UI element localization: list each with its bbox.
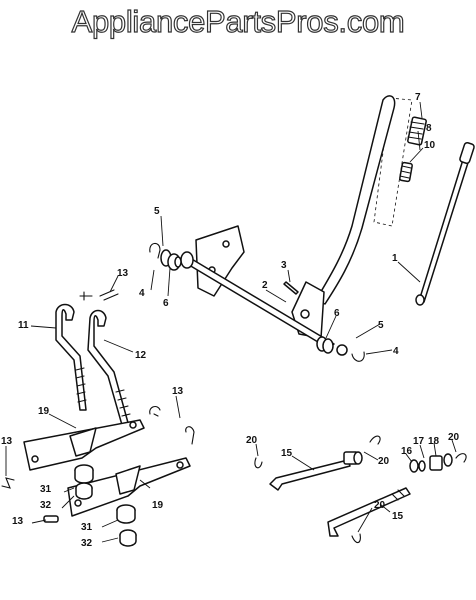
callout-32-lower: 32 bbox=[81, 538, 93, 549]
lift-rod-part-1 bbox=[415, 141, 475, 306]
callout-19-lower: 19 bbox=[152, 500, 164, 511]
callout-31-upper: 31 bbox=[40, 484, 52, 495]
callout-7: 7 bbox=[415, 92, 421, 103]
callout-20-right: 20 bbox=[448, 432, 460, 443]
callout-5-left: 5 bbox=[154, 206, 160, 217]
hardware-left-parts-4-5-6 bbox=[149, 242, 182, 271]
callout-31-lower: 31 bbox=[81, 522, 93, 533]
bushing-parts-31-32-lower bbox=[116, 504, 137, 547]
callout-15-upper: 15 bbox=[281, 448, 293, 459]
hardware-parts-16-17-18-20 bbox=[254, 435, 467, 544]
callout-13-right: 13 bbox=[172, 386, 184, 397]
callout-12: 12 bbox=[135, 350, 147, 361]
lift-link-part-19-lower bbox=[67, 457, 191, 517]
callout-6-left: 6 bbox=[163, 298, 169, 309]
callout-20-lower: 20 bbox=[374, 500, 386, 511]
rod-part-15-lower bbox=[327, 487, 411, 537]
callout-3: 3 bbox=[281, 260, 287, 271]
callout-13-top: 13 bbox=[117, 268, 129, 279]
clip-parts-13-top bbox=[79, 289, 119, 301]
hanger-rod-part-11 bbox=[55, 303, 87, 411]
callout-20-left: 20 bbox=[246, 435, 258, 446]
callout-4-right: 4 bbox=[393, 346, 399, 357]
callout-10: 10 bbox=[424, 140, 436, 151]
callout-13-bottom: 13 bbox=[12, 516, 24, 527]
lift-lever-handle bbox=[291, 95, 396, 339]
leader-lines bbox=[5, 101, 457, 543]
watermark-text: AppliancePartsPros.com bbox=[71, 3, 405, 39]
callout-2: 2 bbox=[262, 280, 268, 291]
callout-15-lower: 15 bbox=[392, 511, 404, 522]
hardware-right-parts-4-5-6 bbox=[316, 336, 365, 362]
clip-parts-13 bbox=[1, 405, 195, 523]
callout-6-right: 6 bbox=[334, 308, 340, 319]
callout-32-upper: 32 bbox=[40, 500, 52, 511]
rod-part-15-upper bbox=[269, 451, 363, 491]
callout-20-mid: 20 bbox=[378, 456, 390, 467]
callout-13-left: 13 bbox=[1, 436, 13, 447]
callout-16: 16 bbox=[401, 446, 413, 457]
cross-shaft-part-2 bbox=[180, 251, 335, 349]
callout-5-right: 5 bbox=[378, 320, 384, 331]
callout-17: 17 bbox=[413, 436, 425, 447]
callout-4-left: 4 bbox=[139, 288, 145, 299]
callout-11: 11 bbox=[18, 320, 29, 331]
callout-labels: 1 2 3 4 4 5 5 6 6 7 8 10 11 12 13 13 13 … bbox=[1, 92, 460, 549]
lift-link-part-19-upper bbox=[23, 419, 145, 471]
bushing-parts-31-32-upper bbox=[74, 464, 94, 500]
hanger-rod-part-12 bbox=[87, 309, 131, 433]
callout-18: 18 bbox=[428, 436, 440, 447]
spring-assembly-parts-7-8-10 bbox=[373, 97, 427, 227]
callout-1: 1 bbox=[392, 253, 398, 264]
callout-19-upper: 19 bbox=[38, 406, 50, 417]
callout-8: 8 bbox=[426, 123, 432, 134]
pin-part-3 bbox=[283, 281, 299, 295]
